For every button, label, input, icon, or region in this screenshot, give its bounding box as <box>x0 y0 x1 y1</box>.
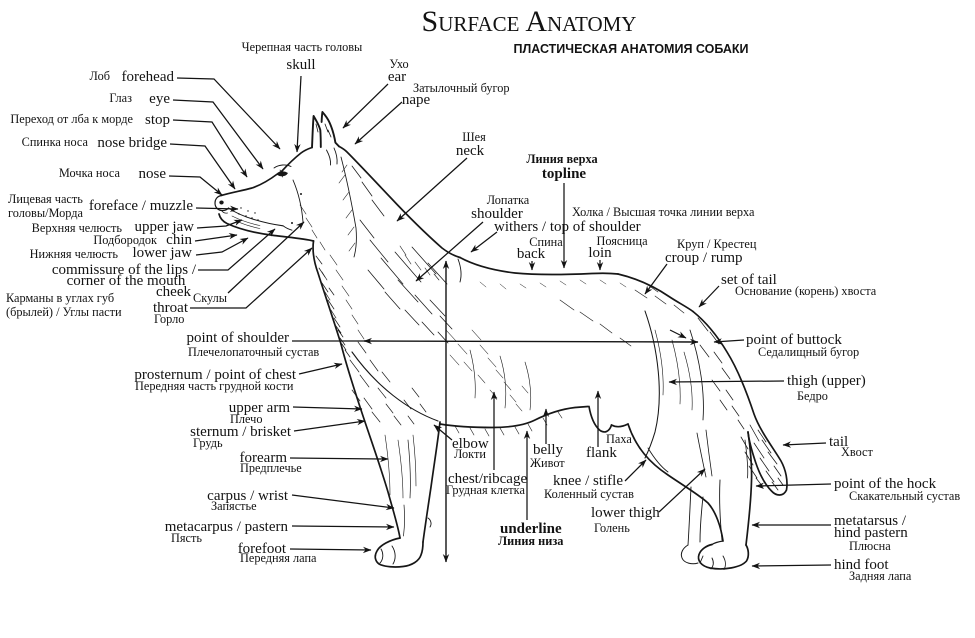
svg-text:forefoot: forefoot <box>238 541 287 557</box>
svg-text:Бедро: Бедро <box>797 389 828 403</box>
svg-text:tail: tail <box>829 434 848 450</box>
svg-text:forehead: forehead <box>122 69 175 85</box>
svg-text:Верхняя челюсть: Верхняя челюсть <box>32 221 123 235</box>
svg-text:Скулы: Скулы <box>193 291 227 305</box>
svg-text:ear: ear <box>388 69 406 85</box>
svg-text:stop: stop <box>145 112 170 128</box>
svg-text:Surface Anatomy: Surface Anatomy <box>422 5 637 38</box>
svg-text:hind foot: hind foot <box>834 557 889 573</box>
svg-text:prosternum / point of chest: prosternum / point of chest <box>134 367 296 383</box>
svg-text:Предплечье: Предплечье <box>240 461 302 475</box>
svg-text:knee / stifle: knee / stifle <box>553 473 623 489</box>
svg-text:carpus / wrist: carpus / wrist <box>207 488 289 504</box>
svg-text:chin: chin <box>166 232 192 248</box>
svg-text:Карманы в углах губ: Карманы в углах губ <box>6 291 114 305</box>
svg-text:Голень: Голень <box>594 521 630 535</box>
svg-text:Грудная клетка: Грудная клетка <box>446 483 525 497</box>
svg-text:metacarpus / pastern: metacarpus / pastern <box>165 519 289 535</box>
svg-text:flank: flank <box>586 445 617 461</box>
svg-text:Нижняя челюсть: Нижняя челюсть <box>30 247 119 261</box>
svg-text:nose: nose <box>139 166 167 182</box>
svg-text:Передняя лапа: Передняя лапа <box>240 551 317 565</box>
svg-text:upper jaw: upper jaw <box>134 219 194 235</box>
svg-text:Шея: Шея <box>462 130 486 144</box>
svg-text:Передняя часть грудной кости: Передняя часть грудной кости <box>135 379 294 393</box>
svg-text:Затылочный бугор: Затылочный бугор <box>413 81 510 95</box>
svg-text:belly: belly <box>533 442 563 458</box>
svg-text:ПЛАСТИЧЕСКАЯ АНАТОМИЯ СОБАКИ: ПЛАСТИЧЕСКАЯ АНАТОМИЯ СОБАКИ <box>513 42 748 56</box>
svg-text:Поясница: Поясница <box>596 234 648 248</box>
svg-text:Мочка носа: Мочка носа <box>59 166 121 180</box>
svg-text:nose bridge: nose bridge <box>97 135 167 151</box>
svg-text:Грудь: Грудь <box>193 436 223 450</box>
svg-text:withers / top of shoulder: withers / top of shoulder <box>494 219 641 235</box>
svg-text:hind pastern: hind pastern <box>834 525 908 541</box>
svg-text:Черепная часть головы: Черепная часть головы <box>242 40 363 54</box>
svg-text:Подбородок: Подбородок <box>93 233 157 247</box>
svg-text:eye: eye <box>149 91 170 107</box>
svg-text:Плечелопаточный сустав: Плечелопаточный сустав <box>188 345 319 359</box>
svg-text:lower jaw: lower jaw <box>132 245 192 261</box>
svg-text:cheek: cheek <box>156 284 191 300</box>
svg-text:commissure of the lips /: commissure of the lips / <box>52 262 197 278</box>
svg-text:underline: underline <box>500 521 562 537</box>
svg-text:Горло: Горло <box>154 312 184 326</box>
svg-text:lower thigh: lower thigh <box>591 505 660 521</box>
svg-text:Холка / Высшая точка линии вер: Холка / Высшая точка линии верха <box>572 205 755 219</box>
svg-text:elbow: elbow <box>452 436 489 452</box>
svg-text:point of shoulder: point of shoulder <box>187 330 290 346</box>
svg-text:головы/Морда: головы/Морда <box>8 206 84 220</box>
svg-text:Спинка носа: Спинка носа <box>22 135 89 149</box>
svg-text:Лопатка: Лопатка <box>487 193 530 207</box>
svg-text:Коленный сустав: Коленный сустав <box>544 487 634 501</box>
svg-text:set of tail: set of tail <box>721 272 777 288</box>
svg-text:sternum / brisket: sternum / brisket <box>190 424 292 440</box>
svg-text:Спина: Спина <box>529 235 563 249</box>
svg-text:nape: nape <box>402 92 431 108</box>
svg-text:Задняя лапа: Задняя лапа <box>849 569 912 583</box>
svg-text:Локти: Локти <box>454 447 486 461</box>
svg-text:Ухо: Ухо <box>389 57 408 71</box>
svg-text:Круп / Крестец: Круп / Крестец <box>677 237 757 251</box>
svg-text:thigh (upper): thigh (upper) <box>787 373 866 389</box>
svg-text:Линия верха: Линия верха <box>526 152 597 166</box>
svg-text:Плюсна: Плюсна <box>849 539 891 553</box>
svg-text:back: back <box>517 246 546 262</box>
svg-text:Лоб: Лоб <box>90 69 110 83</box>
svg-text:Основание (корень) хвоста: Основание (корень) хвоста <box>735 284 877 298</box>
svg-text:Живот: Живот <box>530 456 565 470</box>
svg-text:shoulder: shoulder <box>471 206 523 222</box>
svg-text:chest/ribcage: chest/ribcage <box>448 471 527 487</box>
svg-text:corner of the mouth: corner of the mouth <box>67 273 186 289</box>
svg-text:point of buttock: point of buttock <box>746 332 842 348</box>
svg-text:foreface / muzzle: foreface / muzzle <box>89 198 193 214</box>
svg-text:skull: skull <box>286 57 315 73</box>
svg-text:Линия низа: Линия низа <box>498 534 563 548</box>
svg-text:(брылей) / Углы пасти: (брылей) / Углы пасти <box>6 305 122 319</box>
svg-text:upper arm: upper arm <box>229 400 291 416</box>
svg-text:metatarsus /: metatarsus / <box>834 513 907 529</box>
svg-text:point of the hock: point of the hock <box>834 476 937 492</box>
svg-text:Седалищный бугор: Седалищный бугор <box>758 345 859 359</box>
svg-text:Переход от лба к морде: Переход от лба к морде <box>10 112 133 126</box>
svg-text:Паха: Паха <box>606 432 632 446</box>
svg-text:Хвост: Хвост <box>841 445 874 459</box>
svg-text:Глаз: Глаз <box>109 91 132 105</box>
svg-text:Запястье: Запястье <box>211 499 257 513</box>
svg-text:Скакательный сустав: Скакательный сустав <box>849 489 960 503</box>
svg-text:Лицевая часть: Лицевая часть <box>8 192 83 206</box>
svg-text:loin: loin <box>588 245 612 261</box>
svg-text:neck: neck <box>456 143 485 159</box>
svg-text:topline: topline <box>542 166 587 182</box>
svg-text:Плечо: Плечо <box>230 412 263 426</box>
svg-text:croup / rump: croup / rump <box>665 250 742 266</box>
svg-text:throat: throat <box>153 300 189 316</box>
svg-text:forearm: forearm <box>240 450 288 466</box>
svg-text:Пясть: Пясть <box>171 531 202 545</box>
